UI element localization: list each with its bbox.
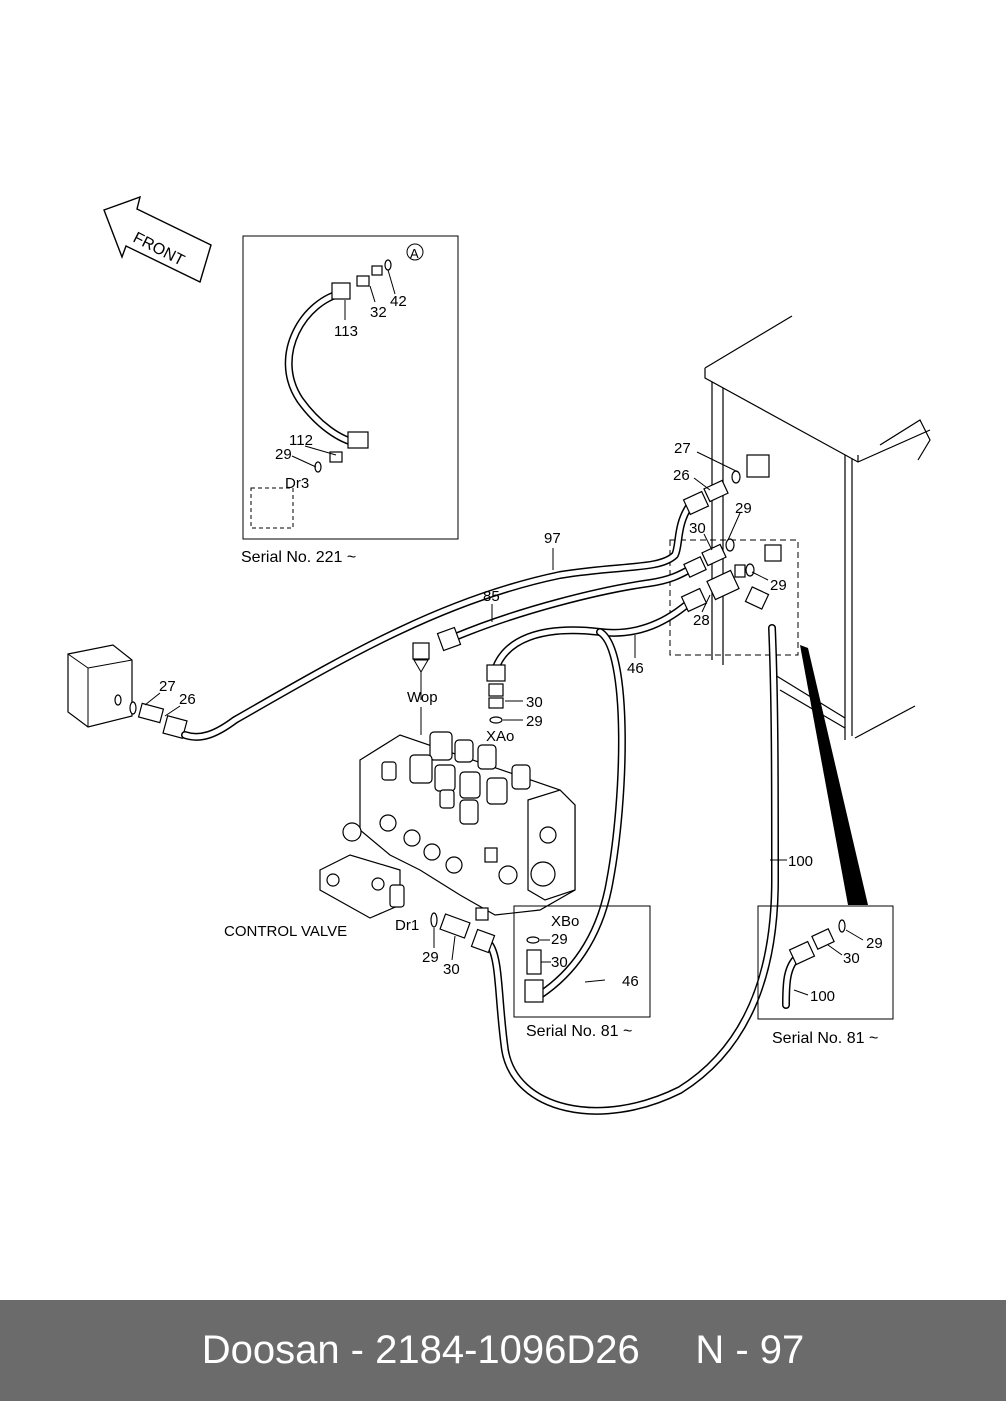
detail-100-label-29: 29 (866, 935, 883, 952)
callout-wedge (800, 645, 868, 905)
front-arrow-icon: FRONT (103, 195, 212, 283)
parts-diagram: FRONT A 113 32 42 112 29 Dr3 Serial No. … (67, 195, 931, 1115)
footer-separator: - (339, 1328, 376, 1372)
label-27-left: 27 (159, 678, 176, 695)
label-30-xao: 30 (526, 694, 543, 711)
detail-a-label-113: 113 (334, 323, 358, 340)
detail-a-label-112: 112 (289, 432, 313, 449)
label-97: 97 (544, 530, 561, 547)
detail-xbo-box (513, 905, 651, 1018)
right-fitting-cluster (680, 470, 770, 613)
detail-xbo-label-29: 29 (551, 931, 568, 948)
detail-a-label-29: 29 (275, 446, 292, 463)
footer-bar: Doosan - 2184-1096D26 N - 97 (0, 1300, 1006, 1401)
label-29-right-lower: 29 (770, 577, 787, 594)
label-30-right: 30 (689, 520, 706, 537)
footer-part-number: 2184-1096D26 (375, 1328, 640, 1372)
detail-xbo-label-46: 46 (622, 973, 639, 990)
fitting-group-dashed-box (669, 539, 799, 656)
detail-100-serial: Serial No. 81 ~ (772, 1030, 878, 1047)
detail-a-label-42: 42 (390, 293, 407, 310)
label-dr1: Dr1 (395, 917, 419, 934)
wop-fitting (412, 642, 430, 735)
detail-a-marker: A (410, 246, 419, 261)
detail-xbo-title: XBo (551, 913, 579, 930)
label-27-right: 27 (674, 440, 691, 457)
dr1-fitting (430, 912, 496, 954)
label-control-valve: CONTROL VALVE (224, 923, 347, 940)
label-100-main: 100 (788, 853, 813, 870)
detail-xbo-serial: Serial No. 81 ~ (526, 1023, 632, 1040)
detail-a-label-32: 32 (370, 304, 387, 321)
label-29-xao: 29 (526, 713, 543, 730)
label-30-dr1: 30 (443, 961, 460, 978)
tank-outline (704, 315, 931, 740)
label-29-dr1: 29 (422, 949, 439, 966)
label-29-right-upper: 29 (735, 500, 752, 517)
label-26-right: 26 (673, 467, 690, 484)
control-valve-body (319, 731, 576, 921)
detail-a-serial: Serial No. 221 ~ (241, 549, 356, 566)
label-wop: Wop (407, 689, 438, 706)
detail-a-box: A 113 32 42 112 29 Dr3 (242, 235, 459, 540)
footer-brand: Doosan (201, 1328, 340, 1372)
label-xao: XAo (486, 728, 514, 745)
detail-100-label-30: 30 (843, 950, 860, 967)
label-26-left: 26 (179, 691, 196, 708)
footer-gap (640, 1328, 696, 1373)
label-85: 85 (483, 588, 500, 605)
detail-a-label-dr3: Dr3 (285, 475, 309, 492)
detail-100-label-100: 100 (810, 988, 835, 1005)
footer-page: N - 97 (695, 1328, 805, 1372)
label-28: 28 (693, 612, 710, 629)
detail-xbo-label-30: 30 (551, 954, 568, 971)
xao-fitting-stack (486, 664, 506, 724)
detail-100-box (757, 905, 894, 1020)
label-46-main: 46 (627, 660, 644, 677)
left-port-box (67, 644, 188, 740)
